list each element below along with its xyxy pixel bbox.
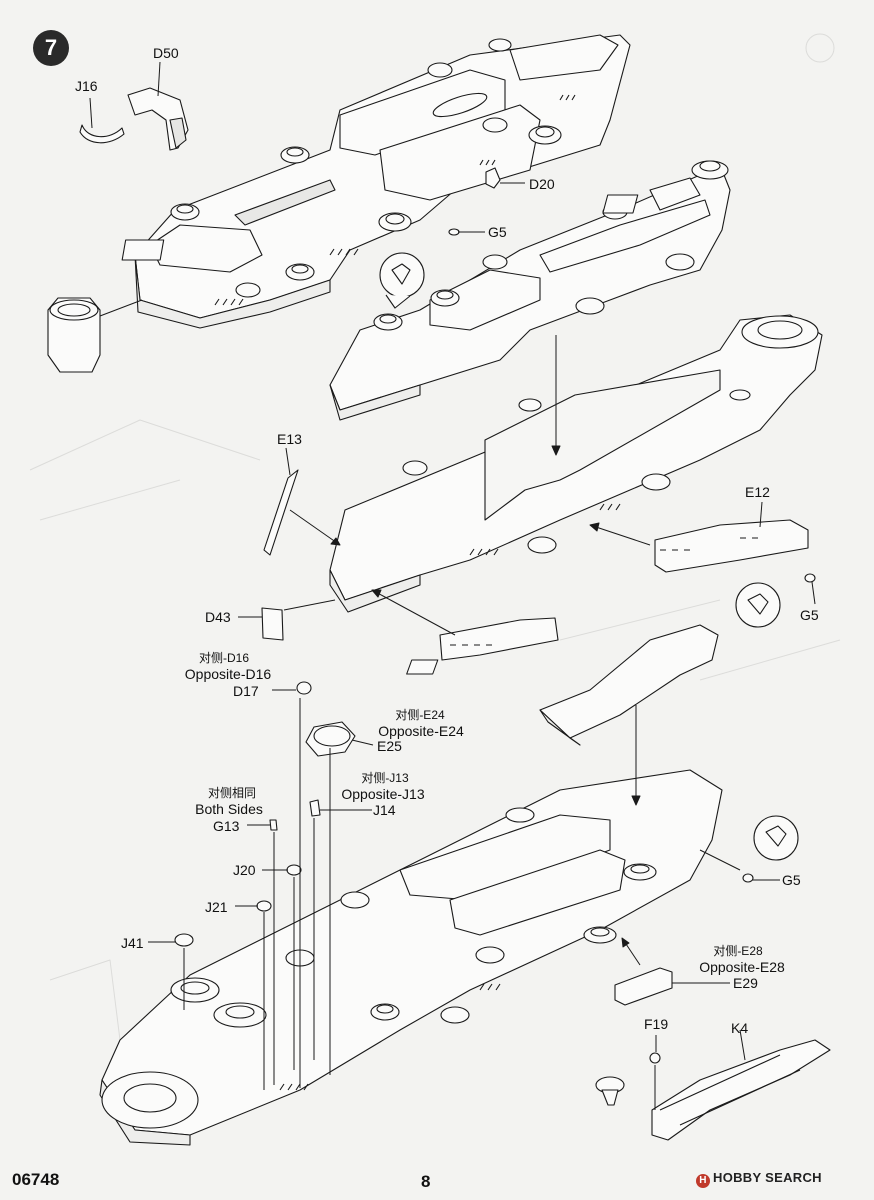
part-e12 (654, 519, 809, 573)
label-e29: E29 (733, 975, 758, 991)
label-g5-b: G5 (800, 607, 819, 623)
label-e25: E25 (377, 738, 402, 754)
label-opposite-j13-cn: 对侧-J13 (361, 771, 409, 785)
part-d20 (485, 167, 501, 189)
label-j21: J21 (205, 899, 228, 915)
label-e12: E12 (745, 484, 770, 500)
callout-g5-b (735, 573, 816, 628)
label-j16: J16 (75, 78, 98, 94)
part-e29 (614, 967, 673, 1006)
page-number: 8 (421, 1172, 431, 1191)
part-lower-side (439, 617, 559, 661)
label-f19: F19 (644, 1016, 669, 1032)
assembly-arrows (99, 299, 741, 966)
label-d20: D20 (529, 176, 555, 192)
label-both-sides-cn: 对侧相同 (207, 786, 256, 800)
part-f19 (595, 1052, 661, 1106)
kit-number: 06748 (12, 1170, 60, 1189)
callout-g5-a (379, 252, 425, 309)
part-d43 (261, 607, 284, 641)
label-opposite-e24-cn: 对侧-E24 (395, 708, 445, 722)
pole-parts (174, 681, 356, 947)
label-both-sides: Both Sides (195, 801, 263, 817)
part-e13 (263, 469, 299, 556)
label-opposite-j13: Opposite-J13 (341, 786, 425, 802)
label-g13: G13 (213, 818, 240, 834)
part-forecastle (406, 624, 719, 746)
label-opposite-e28: Opposite-E28 (699, 959, 785, 975)
label-opposite-e28-cn: 对侧-E28 (713, 944, 763, 958)
step-number-badge: 7 (33, 30, 69, 66)
label-d17: D17 (233, 683, 259, 699)
label-opposite-d16-cn: 对侧-D16 (198, 651, 249, 665)
part-g5-a (448, 228, 460, 236)
callout-g5-c (742, 815, 799, 883)
label-opposite-d16: Opposite-D16 (184, 666, 272, 682)
watermark-logo-icon: H (696, 1174, 710, 1188)
part-d50 (127, 87, 189, 151)
part-stack-base (47, 297, 101, 373)
upper-deck-assembly (121, 34, 631, 329)
label-j20: J20 (233, 862, 256, 878)
watermark-text: HOBBY SEARCH (713, 1170, 822, 1185)
label-j14: J14 (373, 802, 396, 818)
middle-deck (329, 160, 731, 421)
placement-lines (183, 698, 656, 1110)
label-d43: D43 (205, 609, 231, 625)
lower-hull (99, 769, 723, 1146)
label-j41: J41 (121, 935, 144, 951)
label-k4: K4 (731, 1020, 749, 1036)
part-k4 (651, 1039, 831, 1141)
label-opposite-e24: Opposite-E24 (378, 723, 464, 739)
leader-lines (89, 61, 816, 1061)
label-g5-a: G5 (488, 224, 507, 240)
label-g5-c: G5 (782, 872, 801, 888)
label-e13: E13 (277, 431, 302, 447)
label-d50: D50 (153, 45, 179, 61)
part-j16 (79, 124, 125, 144)
